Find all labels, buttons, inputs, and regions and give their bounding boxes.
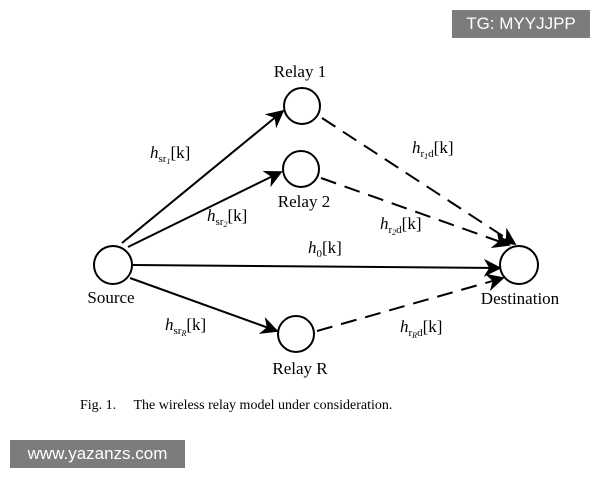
label-h-0: h0[k] [308,238,342,260]
edge-relayR-destination [316,273,505,332]
relay-diagram: Relay 1 Relay 2 Relay R Source Destinati… [87,62,560,378]
label-h-sr1: hsr1[k] [150,143,190,166]
label-h-srR: hsrR[k] [165,315,206,338]
figure-caption: Fig. 1. The wireless relay model under c… [80,398,392,414]
label-h-rRd: hrRd[k] [400,317,442,340]
edge-source-relayR [129,277,279,334]
node-source [93,245,133,285]
label-relay1: Relay 1 [274,62,326,81]
figure-number: Fig. 1. [80,398,117,413]
label-h-r2d: hr2d[k] [380,214,422,237]
label-relay2: Relay 2 [278,192,330,211]
label-h-r1d: hr1d[k] [412,138,454,161]
node-relayR [277,315,315,353]
edge-relay2-destination [320,177,511,249]
label-destination: Destination [481,289,560,308]
edge-source-destination [132,258,502,277]
edge-relay1-destination [321,117,517,245]
label-h-sr2: hsr2[k] [207,206,247,229]
label-relayR: Relay R [272,359,328,378]
label-source: Source [87,288,134,307]
figure-caption-text: The wireless relay model under considera… [133,398,393,413]
node-relay2 [282,150,320,188]
edge-source-relay1 [121,109,285,244]
node-destination [499,245,539,285]
node-relay1 [283,87,321,125]
watermark-top: TG: MYYJJPP [452,10,590,38]
edge-source-relay2 [127,171,283,248]
watermark-bottom: www.yazanzs.com [10,440,185,468]
